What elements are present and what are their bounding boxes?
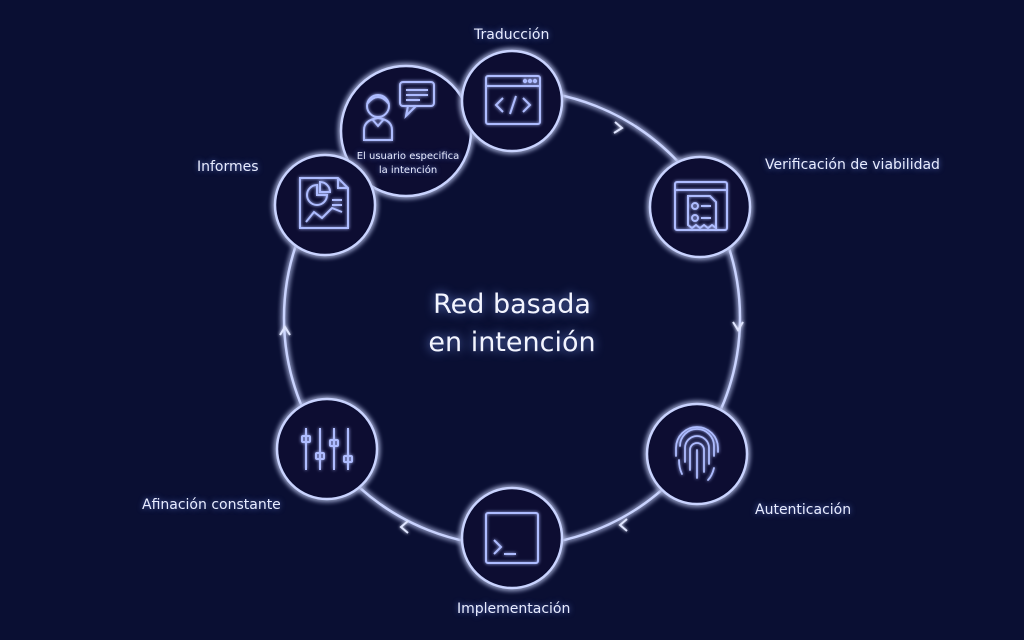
sliders-icon <box>301 428 353 470</box>
cycle-arrows <box>279 121 744 534</box>
diagram-title-line-1: Red basada <box>433 289 591 320</box>
node-informes <box>273 153 377 257</box>
user-intent-line-2: la intención <box>378 165 438 176</box>
label-traduccion: Traducción <box>474 27 550 43</box>
terminal-icon <box>485 512 539 564</box>
label-verificacion: Verificación de viabilidad <box>765 157 940 173</box>
arrow-5 <box>279 325 291 336</box>
label-informes: Informes <box>197 159 259 175</box>
arrow-3 <box>618 518 628 532</box>
arrow-4 <box>399 520 409 534</box>
report-chart-icon <box>299 177 349 229</box>
label-autenticacion: Autenticación <box>755 502 852 518</box>
node-implementacion <box>460 486 564 590</box>
user-intent-label: El usuario especifica la intención <box>346 150 470 178</box>
user-intent-line-1: El usuario especifica <box>356 151 460 162</box>
label-afinacion: Afinación constante <box>142 497 281 513</box>
code-window-icon <box>485 75 541 125</box>
fingerprint-icon <box>675 426 719 481</box>
user-speech-icon <box>363 81 435 141</box>
node-afinacion <box>275 397 379 501</box>
diagram-title-line-2: en intención <box>428 327 596 358</box>
label-implementacion: Implementación <box>457 601 571 617</box>
arrow-1 <box>613 121 624 134</box>
node-autenticacion <box>645 402 749 506</box>
node-traduccion <box>460 49 564 153</box>
node-verificacion <box>648 155 752 259</box>
arrow-2 <box>732 321 744 332</box>
checklist-document-icon <box>674 181 728 231</box>
diagram-title: Red basada en intención <box>362 286 662 362</box>
